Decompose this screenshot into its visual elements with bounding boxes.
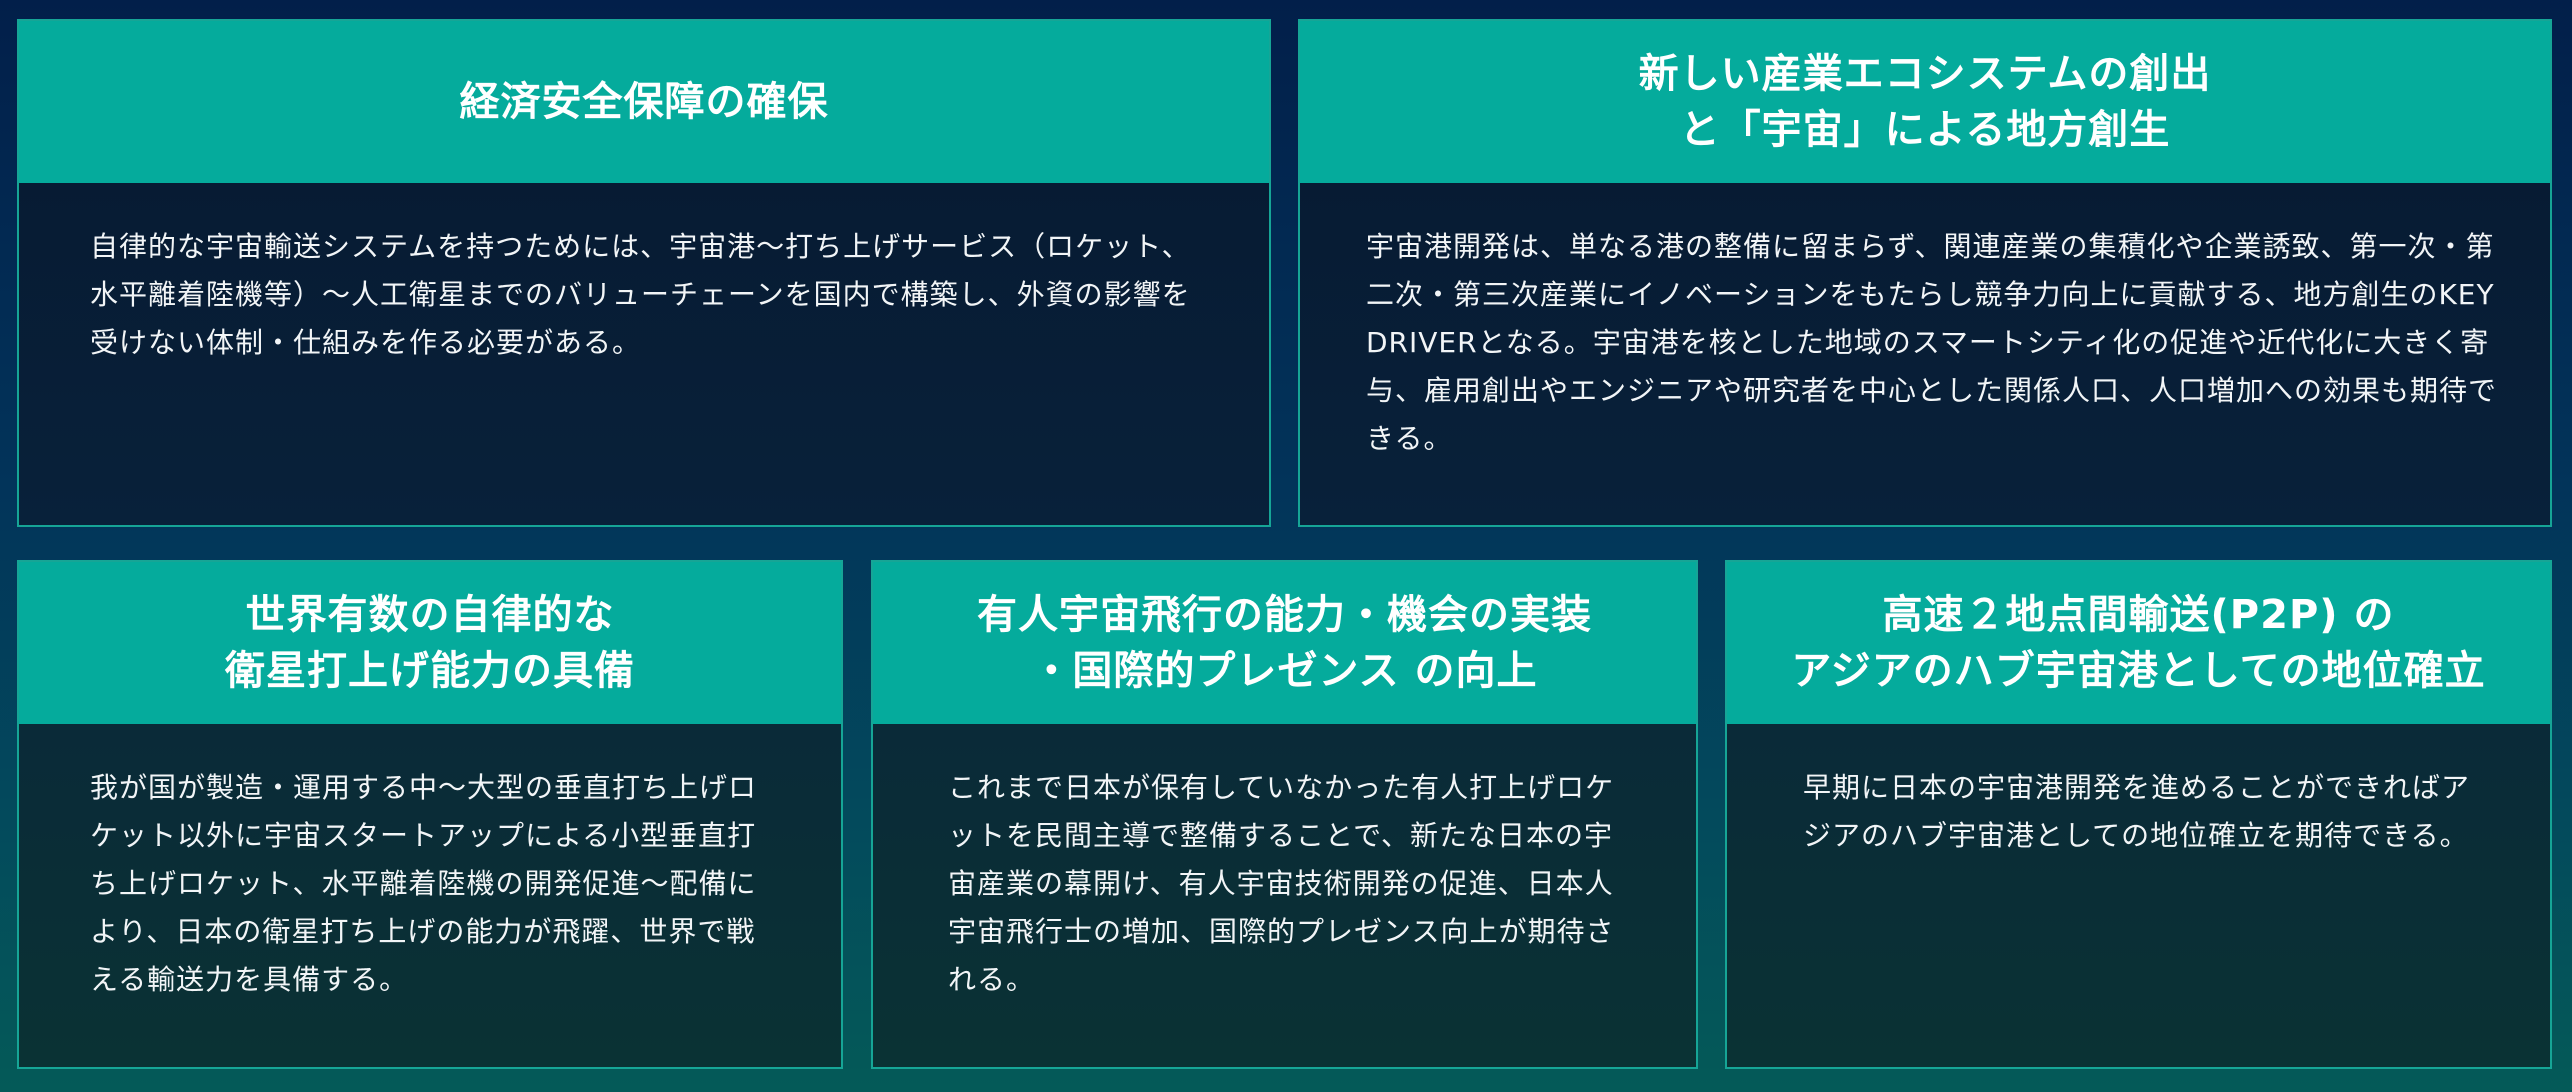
card-human-spaceflight: 有人宇宙飛行の能力・機会の実装 ・国際的プレゼンス の向上 これまで日本が保有し…: [871, 560, 1698, 1069]
card-description: 自律的な宇宙輸送システムを持つためには、宇宙港〜打ち上げサービス（ロケット、水平…: [19, 183, 1269, 525]
card-description: 早期に日本の宇宙港開発を進めることができればアジアのハブ宇宙港としての地位確立を…: [1727, 724, 2550, 1067]
card-economic-security: 経済安全保障の確保 自律的な宇宙輸送システムを持つためには、宇宙港〜打ち上げサー…: [17, 19, 1271, 527]
card-description: これまで日本が保有していなかった有人打上げロケットを民間主導で整備することで、新…: [873, 724, 1696, 1067]
card-title: 高速２地点間輸送(P2P) の アジアのハブ宇宙港としての地位確立: [1727, 562, 2550, 724]
card-p2p-hub-spaceport: 高速２地点間輸送(P2P) の アジアのハブ宇宙港としての地位確立 早期に日本の…: [1725, 560, 2552, 1069]
card-title: 世界有数の自律的な 衛星打上げ能力の具備: [19, 562, 841, 724]
card-title: 有人宇宙飛行の能力・機会の実装 ・国際的プレゼンス の向上: [873, 562, 1696, 724]
card-satellite-launch: 世界有数の自律的な 衛星打上げ能力の具備 我が国が製造・運用する中〜大型の垂直打…: [17, 560, 843, 1069]
card-title: 経済安全保障の確保: [19, 21, 1269, 183]
card-description: 我が国が製造・運用する中〜大型の垂直打ち上げロケット以外に宇宙スタートアップによ…: [19, 724, 841, 1067]
card-industry-ecosystem: 新しい産業エコシステムの創出 と「宇宙」による地方創生 宇宙港開発は、単なる港の…: [1298, 19, 2552, 527]
card-description: 宇宙港開発は、単なる港の整備に留まらず、関連産業の集積化や企業誘致、第一次・第二…: [1300, 183, 2550, 525]
card-title: 新しい産業エコシステムの創出 と「宇宙」による地方創生: [1300, 21, 2550, 183]
